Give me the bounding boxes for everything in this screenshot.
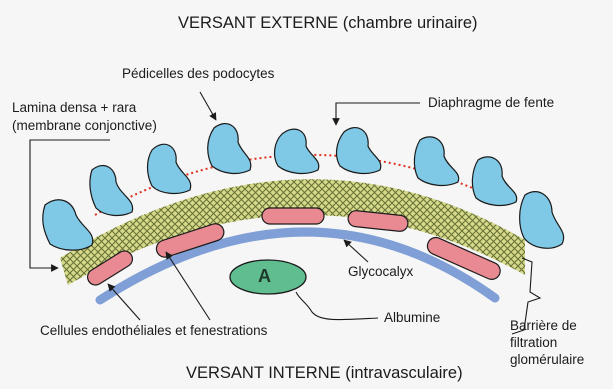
pedicel-3 <box>148 144 191 193</box>
pedicel-4 <box>208 124 251 174</box>
pedicel-1 <box>43 200 93 250</box>
pedicels-pointer <box>200 92 216 120</box>
inner-side-title: VERSANT INTERNE (intravasculaire) <box>186 364 463 384</box>
pedicel-9 <box>520 192 564 249</box>
endothelial-cells-label: Cellules endothéliales et fenestrations <box>40 323 267 339</box>
outer-side-title: VERSANT EXTERNE (chambre urinaire) <box>178 14 478 34</box>
lamina-label-line2: (membrane conjonctive) <box>12 118 157 134</box>
albumin-letter: A <box>258 266 271 288</box>
lamina-label-line1: Lamina densa + rara <box>12 100 136 116</box>
endothelial-pointer-2 <box>166 252 210 320</box>
pedicel-8 <box>472 157 516 206</box>
filtration-barrier-label: Barrière de filtration glomérulaire <box>510 318 584 369</box>
pedicel-6 <box>337 128 381 174</box>
slit-diaphragm-label: Diaphragme de fente <box>428 95 554 111</box>
pedicels-label: Pédicelles des podocytes <box>122 66 274 82</box>
pedicel-7 <box>414 137 458 186</box>
glycocalyx-label: Glycocalyx <box>348 264 413 280</box>
pedicel-2 <box>90 166 133 216</box>
endothelial-cell-3 <box>262 208 324 224</box>
glycocalyx-pointer <box>344 240 368 262</box>
pedicel-5 <box>275 129 319 173</box>
albumin-pointer <box>296 292 378 320</box>
slit-pointer <box>336 103 420 125</box>
albumin-label: Albumine <box>384 310 440 326</box>
